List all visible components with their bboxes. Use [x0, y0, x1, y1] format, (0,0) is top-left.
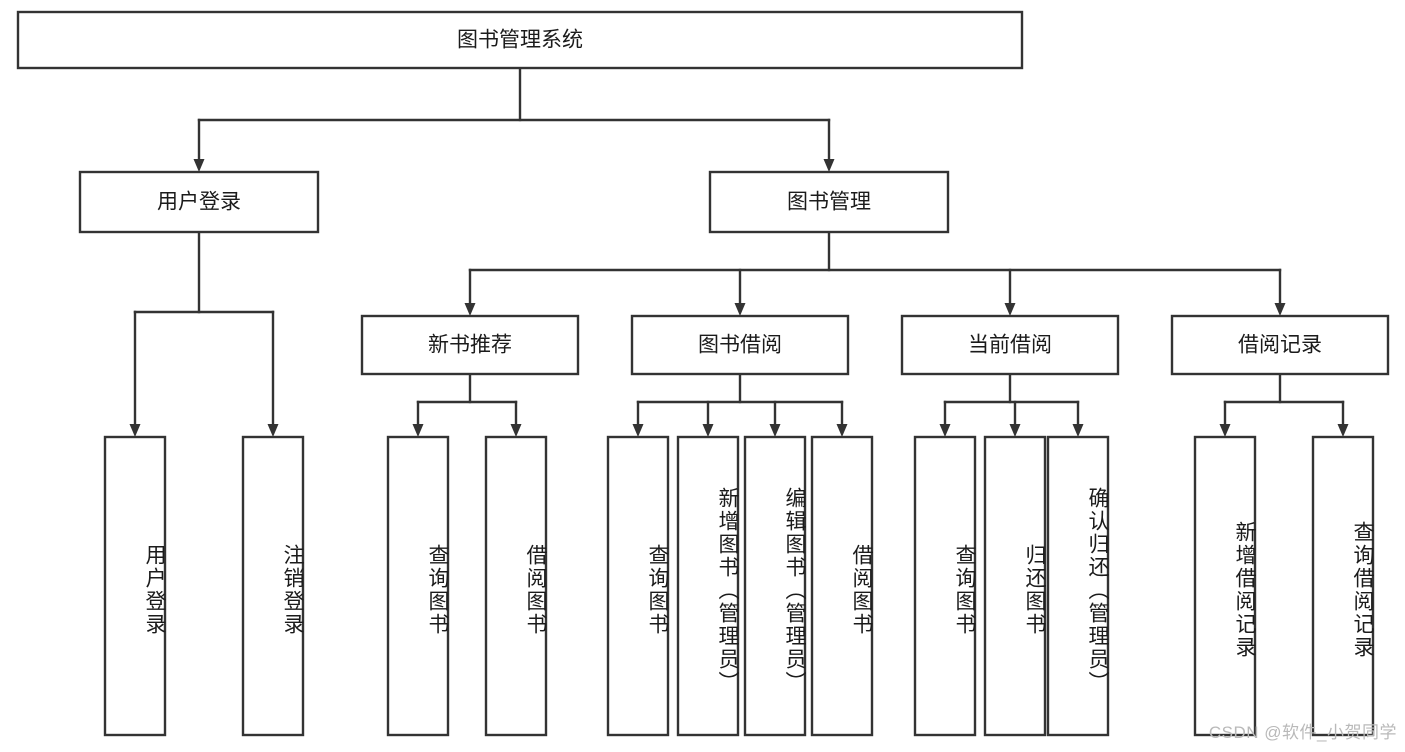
arrow-head-icon — [836, 424, 848, 437]
arrow-head-icon — [769, 424, 781, 437]
node-label-borrow-records: 借阅记录 — [1238, 334, 1322, 357]
connector-layer — [129, 66, 1349, 437]
node-label-new-book-recommend: 新书推荐 — [428, 334, 512, 357]
arrow-head-icon — [129, 424, 141, 437]
arrow-head-icon — [1004, 303, 1016, 316]
arrow-head-icon — [939, 424, 951, 437]
arrow-head-icon — [702, 424, 714, 437]
node-box-leaf-query-book-2 — [606, 435, 670, 737]
node-label-book-management: 图书管理 — [787, 191, 871, 214]
arrow-head-icon — [823, 159, 835, 172]
node-box-leaf-user-logout — [241, 435, 305, 737]
arrow-head-icon — [1337, 424, 1349, 437]
arrow-head-icon — [632, 424, 644, 437]
node-box-leaf-add-book — [676, 435, 740, 737]
arrow-head-icon — [734, 303, 746, 316]
connector-group-new-book-recommend — [412, 372, 522, 437]
node-box-root — [16, 10, 1024, 70]
connector-group-root — [193, 66, 835, 172]
arrow-head-icon — [510, 424, 522, 437]
node-box-leaf-user-login — [103, 435, 167, 737]
node-box-leaf-borrow-book-1 — [484, 435, 548, 737]
arrow-head-icon — [267, 424, 279, 437]
connector-group-book-management — [464, 230, 1286, 316]
node-box-layer — [16, 10, 1390, 737]
arrow-head-icon — [1219, 424, 1231, 437]
node-label-user-login: 用户登录 — [157, 191, 241, 214]
node-box-leaf-query-book-3 — [913, 435, 977, 737]
node-box-leaf-add-record — [1193, 435, 1257, 737]
connector-group-user-login — [129, 230, 279, 437]
node-box-leaf-borrow-book-2 — [810, 435, 874, 737]
arrow-head-icon — [1274, 303, 1286, 316]
node-box-leaf-confirm-return — [1046, 435, 1110, 737]
node-box-book-borrow — [630, 314, 850, 376]
arrow-head-icon — [412, 424, 424, 437]
node-box-leaf-query-book-1 — [386, 435, 450, 737]
node-box-user-login — [78, 170, 320, 234]
arrow-head-icon — [193, 159, 205, 172]
arrow-head-icon — [464, 303, 476, 316]
arrow-head-icon — [1072, 424, 1084, 437]
connector-group-book-borrow — [632, 372, 848, 437]
node-label-root: 图书管理系统 — [457, 29, 583, 52]
arrow-head-icon — [1009, 424, 1021, 437]
node-box-book-management — [708, 170, 950, 234]
node-box-borrow-records — [1170, 314, 1390, 376]
node-box-leaf-return-book — [983, 435, 1047, 737]
node-label-current-borrow: 当前借阅 — [968, 334, 1052, 357]
node-box-new-book-recommend — [360, 314, 580, 376]
node-box-leaf-query-record — [1311, 435, 1375, 737]
connector-group-borrow-records — [1219, 372, 1349, 437]
node-box-leaf-edit-book — [743, 435, 807, 737]
node-box-current-borrow — [900, 314, 1120, 376]
connector-group-current-borrow — [939, 372, 1084, 437]
node-label-book-borrow: 图书借阅 — [698, 334, 782, 357]
watermark-text: CSDN @软件_小贺同学 — [1208, 723, 1397, 742]
